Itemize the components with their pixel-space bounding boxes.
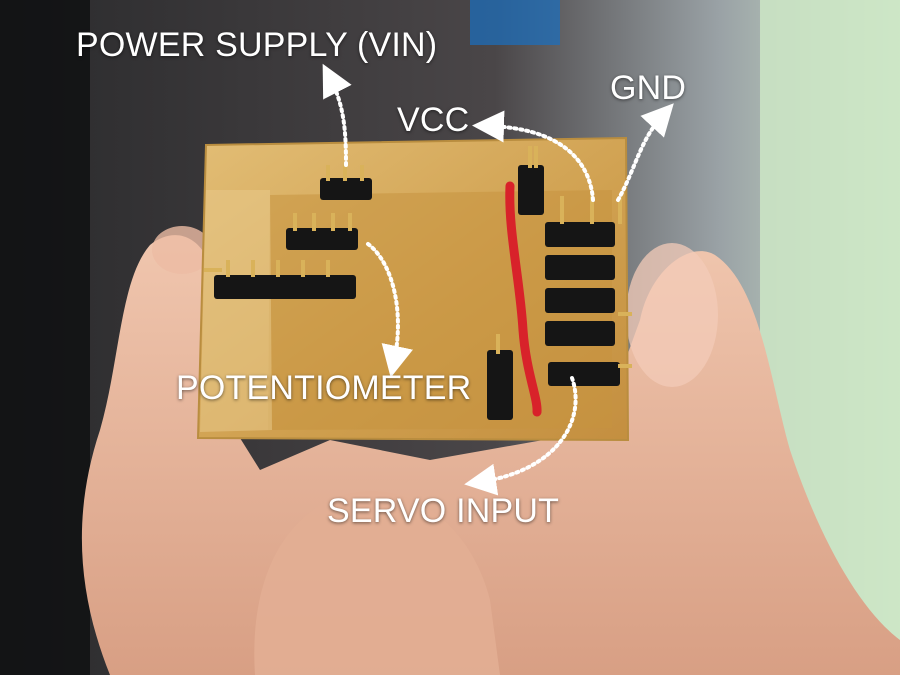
- jumper-wire: [505, 181, 542, 417]
- header-row-long: [204, 260, 356, 299]
- label-vcc: VCC: [397, 101, 470, 139]
- label-potentiometer: POTENTIOMETER: [176, 369, 472, 407]
- arrow-gnd: [616, 103, 674, 202]
- arrow-power: [322, 63, 352, 167]
- arrow-servo: [464, 376, 578, 496]
- label-servo-input: SERVO INPUT: [327, 492, 560, 530]
- finger-tip-left: [152, 226, 212, 274]
- header-servo-block: [545, 196, 632, 386]
- label-power-supply: POWER SUPPLY (VIN): [76, 26, 438, 64]
- background-dark-left: [0, 0, 90, 675]
- background-blue-sticker: [470, 0, 560, 45]
- header-potentiometer: [286, 213, 358, 250]
- pcb-edge-left: [200, 190, 272, 432]
- thumb-nail: [626, 243, 718, 387]
- label-gnd: GND: [610, 69, 687, 107]
- header-small-vertical: [487, 334, 513, 420]
- arrow-potentiometer: [366, 242, 413, 378]
- palm: [254, 491, 500, 675]
- header-power: [320, 165, 372, 200]
- header-vcc: [518, 146, 544, 215]
- arrow-vcc: [472, 110, 595, 202]
